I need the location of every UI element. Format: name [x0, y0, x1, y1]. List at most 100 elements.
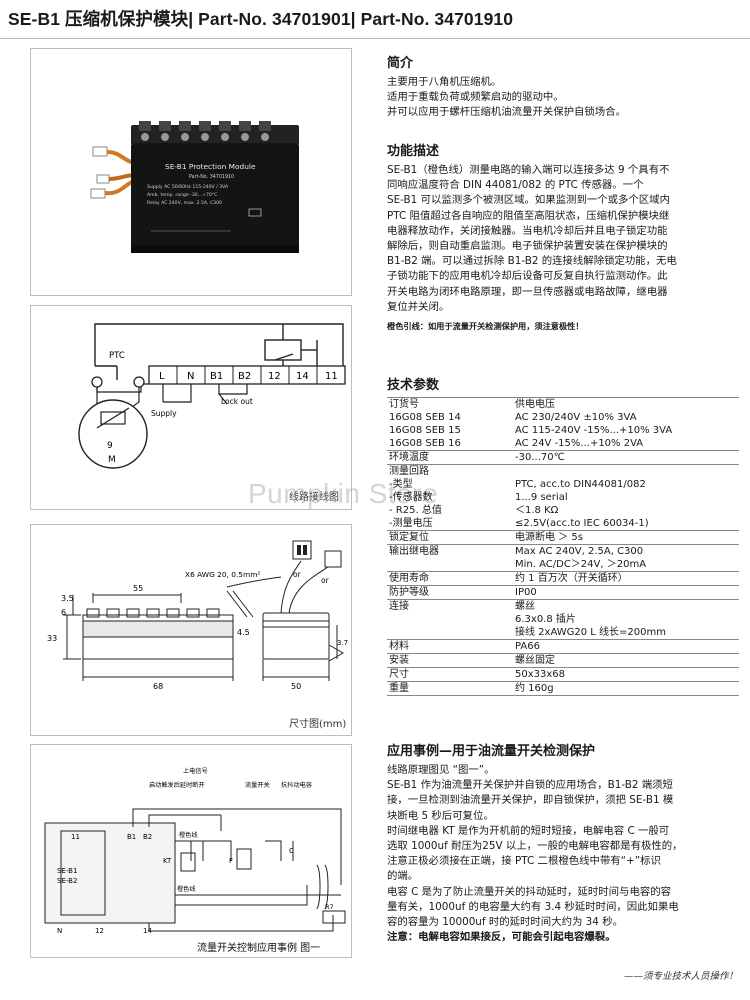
or-label: or: [321, 576, 330, 585]
function-line: 复位并关闭。: [387, 300, 450, 313]
spec-key: 16G08 SEB 16: [389, 438, 461, 449]
signature: ——须专业技术人员操作！: [623, 971, 738, 982]
terminal-n: N: [57, 927, 62, 935]
spec-row: 重量约 160g: [387, 681, 739, 696]
wiring-diagram-panel: L N B1 B2 12 14 11 PTC Supply Lock out 9…: [30, 305, 352, 510]
function-line: 同响应温度符合 DIN 44081/082 的 PTC 传感器。一个: [387, 179, 644, 192]
terminal-b2: B2: [143, 833, 152, 841]
intro-line: 并可以应用于螺杆压缩机油流量开关保护自锁场合。: [387, 106, 626, 119]
spec-row: 安装螺丝固定: [387, 653, 739, 668]
spec-row: 连接螺丝: [387, 599, 739, 613]
intro-line: 适用于重载负荷或频繁启动的驱动中。: [387, 91, 564, 104]
spec-value: 螺丝: [513, 599, 739, 613]
or-label: or: [293, 570, 302, 579]
application-line: 块断电 5 秒后可复位。: [387, 809, 494, 822]
connector-flag-1: [292, 540, 312, 560]
spec-row: 接线 2xAWG20 L 线长=200mm: [387, 626, 739, 640]
intro-section: 简介 主要用于八角机压缩机。 适用于重载负荷或频繁启动的驱动中。 并可以应用于螺…: [387, 52, 739, 121]
spec-key: - R25. 总值: [389, 505, 442, 516]
ptc-label: PTC: [109, 351, 125, 361]
intro-line: 主要用于八角机压缩机。: [387, 76, 502, 88]
circuit-diagram: 上电信号 启动触发后延时断开 流量开关 抗抖动电容 11 B1 B2 SE-B1…: [44, 767, 346, 954]
function-line: SE-B1 可以监测多个被测区域。如果监测到一个或多个区域内: [387, 194, 670, 207]
function-line: SE-B1（橙色线）测量电路的输入端可以连接多达 9 个具有不: [387, 164, 670, 176]
circuit-label: 流量开关: [245, 781, 270, 789]
dimension-drawing: X6 AWG 20, 0.5mm² or or 3.5 55 6 33 4.5 …: [47, 540, 348, 730]
intro-heading: 简介: [387, 56, 414, 71]
spec-value: 约 1 百万次（开关循环）: [513, 571, 739, 586]
application-section: 应用事例—用于油流量开关检测保护 线路原理图见 “图一”。 SE-B1 作为油流…: [387, 740, 739, 945]
spec-key: [387, 626, 513, 640]
application-line: 注意正极必须接在正端，接 PTC 二根橙色线中带有“+”标识: [387, 855, 661, 868]
spec-row: 16G08 SEB 16 AC 24V -15%...+10% 2VA: [387, 437, 739, 451]
terminal-label: 12: [268, 371, 281, 382]
terminal-14: 14: [143, 927, 152, 935]
application-line: 选取 1000uf 耐压为25V 以上，一般的电解电容都是有极性的，: [387, 840, 683, 853]
spec-value: 电源断电 ＞ 5s: [513, 530, 739, 545]
spec-key: 材料: [387, 639, 513, 654]
sensor-count-label: 9: [107, 441, 113, 451]
dimension-drawing-panel: X6 AWG 20, 0.5mm² or or 3.5 55 6 33 4.5 …: [30, 524, 352, 736]
ce-mark-box: [248, 208, 262, 217]
motor-label: M: [108, 455, 116, 465]
application-line: 容的容量为 10000uf 时的延时时间大约为 34 秒。: [387, 916, 623, 929]
specs-heading: 技术参数: [387, 378, 440, 393]
circuit-label: 启动触发后延时断开: [149, 781, 205, 789]
function-line: 解除后，则自动重启监测。电子锁保护装置安装在保护模块的: [387, 240, 668, 253]
f-label: F: [229, 857, 233, 865]
spec-row: 16G08 SEB 15 AC 115-240V -15%...+10% 3VA: [387, 424, 739, 437]
spec-value: Max AC 240V, 2.5A, C300: [513, 544, 739, 558]
title-divider: [0, 38, 750, 39]
spec-value: AC 230/240V ±10% 3VA: [515, 412, 637, 423]
spec-row: Min. AC/DC＞24V, ＞20mA: [387, 558, 739, 572]
spec-key: 16G08 SEB 15: [389, 425, 461, 436]
module-body: [131, 143, 299, 249]
awg-label: X6 AWG 20, 0.5mm²: [185, 570, 260, 579]
dim-label: 55: [133, 584, 143, 593]
spec-key: 安装: [387, 653, 513, 668]
spec-value: 50x33x68: [513, 667, 739, 682]
spec-value: [513, 464, 739, 478]
spec-value: 1...9 serial: [515, 492, 568, 503]
spec-value: Min. AC/DC＞24V, ＞20mA: [515, 559, 647, 570]
spec-row: 6.3x0.8 插片: [387, 613, 739, 626]
dim-label: 33: [47, 634, 57, 643]
spec-key: 订货号: [387, 397, 513, 411]
dim-label: 50: [291, 682, 301, 691]
function-section: 功能描述 SE-B1（橙色线）测量电路的输入端可以连接多达 9 个具有不 同响应…: [387, 140, 739, 332]
spec-key: 连接: [387, 599, 513, 613]
function-line: 开关电路为闭环电路原理，即一旦传感器或电路故障，继电器: [387, 285, 668, 298]
spec-key: 防护等级: [387, 585, 513, 600]
spec-key: -测量电压: [389, 518, 433, 529]
dim-label: 4.5: [237, 628, 250, 637]
function-line: PTC 阻值超过各自响应的阻值至高阻状态，压缩机保护模块继: [387, 209, 670, 222]
terminal-12: 12: [95, 927, 104, 935]
spec-row: - R25. 总值＜1.8 KΩ: [387, 504, 739, 517]
module-relay-text: Relay AC 240V, max. 2.5A, C300: [147, 200, 222, 206]
spec-key: [387, 613, 513, 626]
spec-value: IP00: [513, 585, 739, 600]
motor-symbol: [78, 399, 148, 469]
spec-value: AC 24V -15%...+10% 2VA: [515, 438, 644, 449]
page-title: SE-B1 压缩机保护模块| Part-No. 34701901| Part-N…: [8, 9, 514, 29]
spec-row: 使用寿命约 1 百万次（开关循环）: [387, 571, 739, 586]
terminal-strip: [131, 121, 299, 145]
dim-label: 68: [153, 682, 163, 691]
lockout-label: Lock out: [221, 397, 253, 406]
module-label: SE-B1: [57, 867, 77, 875]
spec-value: 供电电压: [513, 397, 739, 411]
kt-label: KT: [163, 857, 172, 865]
circuit-caption: 流量开关控制应用事例 图一: [197, 941, 320, 954]
function-note: 橙色引线：如用于流量开关检测保护用，须注意极性！: [387, 321, 584, 332]
application-note: 注意：电解电容如果接反，可能会引起电容爆裂。: [387, 931, 616, 944]
terminal-label: L: [159, 371, 165, 382]
spec-value: AC 115-240V -15%...+10% 3VA: [515, 425, 673, 436]
terminal-label: B2: [238, 371, 251, 382]
orange-wire-label: 橙色线: [179, 831, 198, 839]
spec-value: 6.3x0.8 插片: [515, 614, 576, 625]
spec-key: 锁定复位: [387, 530, 513, 545]
product-photo-panel: SE-B1 Protection Module Part-No. 3470191…: [30, 48, 352, 296]
